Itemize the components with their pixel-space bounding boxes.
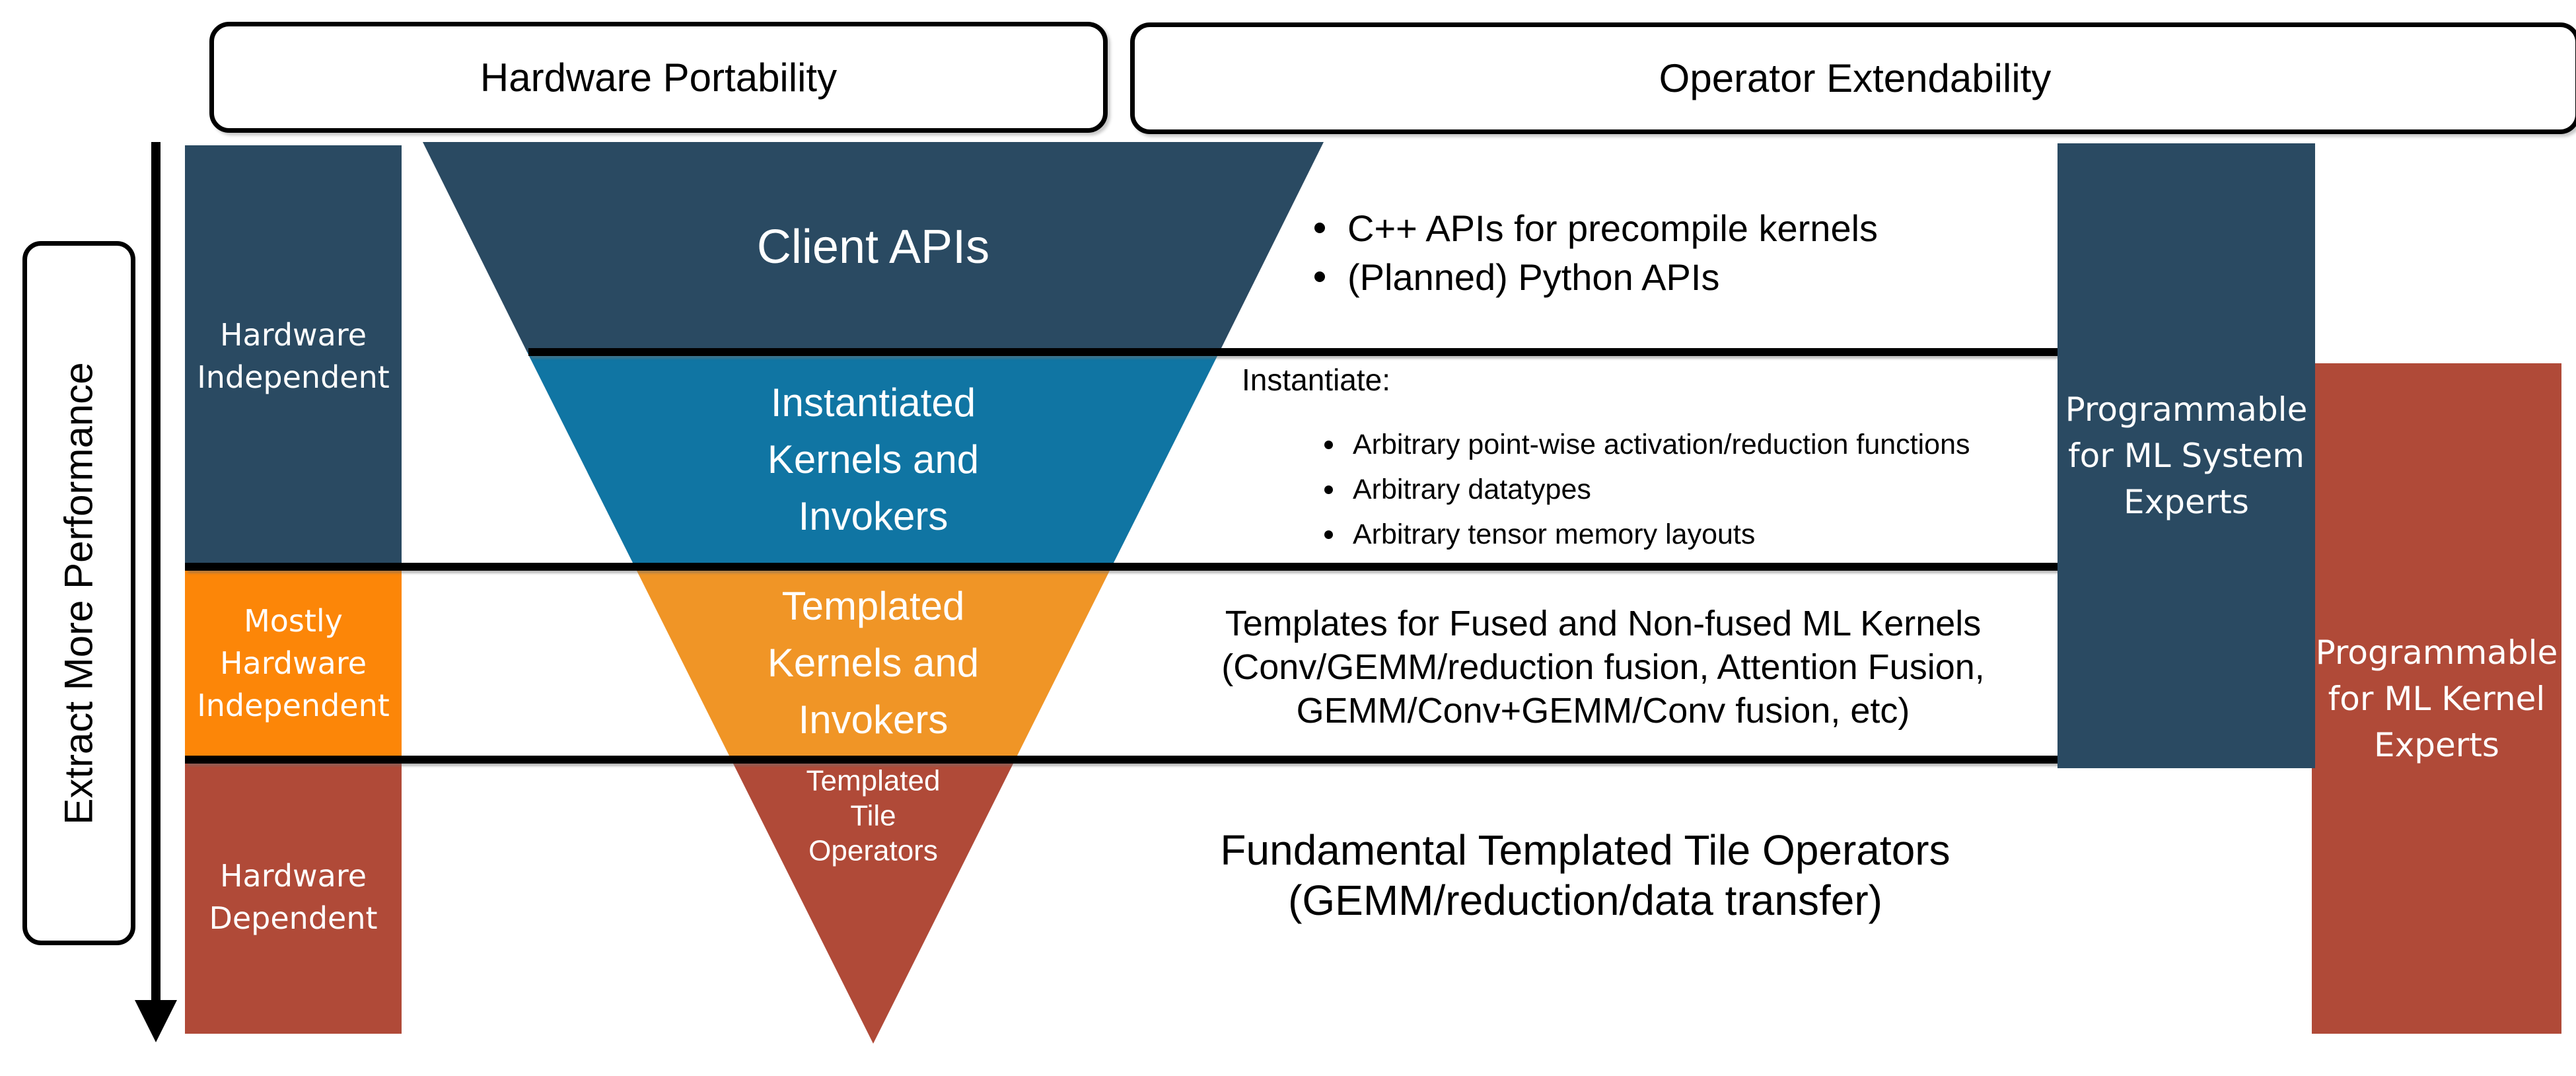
hardware-independent-label: Hardware Independent bbox=[197, 317, 390, 395]
list-item: Arbitrary point-wise activation/reductio… bbox=[1324, 424, 1970, 465]
right-box-ml-system-experts: Programmable for ML System Experts bbox=[2057, 143, 2315, 768]
performance-axis-box: Extract More Performance bbox=[22, 241, 135, 945]
templated-kernels-label: Templated Kernels and Invokers bbox=[767, 584, 980, 742]
left-box-hardware-independent: Hardware Independent bbox=[185, 145, 402, 567]
bullet-text: Arbitrary point-wise activation/reductio… bbox=[1353, 428, 1970, 460]
hardware-dependent-label: Hardware Dependent bbox=[209, 857, 378, 936]
bullet-text: (Planned) Python APIs bbox=[1347, 256, 1720, 298]
separator-line-3 bbox=[185, 756, 2061, 764]
ml-system-experts-label: Programmable for ML System Experts bbox=[2065, 390, 2308, 521]
bullet-icon bbox=[1324, 530, 1333, 539]
bullet-text: C++ APIs for precompile kernels bbox=[1347, 207, 1878, 249]
funnel-layer-templated-kernels bbox=[635, 567, 1112, 760]
separator-line-1 bbox=[528, 348, 2061, 356]
left-box-mostly-hardware-independent: Mostly Hardware Independent bbox=[185, 567, 402, 760]
list-item: Arbitrary datatypes bbox=[1324, 469, 1970, 510]
templates-note: Templates for Fused and Non-fused ML Ker… bbox=[1221, 604, 1985, 731]
bullet-icon bbox=[1324, 440, 1333, 449]
separator-line-2 bbox=[185, 563, 2061, 571]
client-apis-label: Client APIs bbox=[756, 221, 990, 273]
performance-arrow-shaft bbox=[151, 142, 161, 1004]
hardware-portability-label: Hardware Portability bbox=[480, 55, 838, 100]
instantiate-bullet-list: Arbitrary point-wise activation/reductio… bbox=[1324, 424, 1970, 555]
performance-arrow-head-icon bbox=[135, 1000, 177, 1042]
funnel-layer-instantiated-kernels bbox=[527, 352, 1219, 567]
bullet-icon bbox=[1314, 271, 1325, 282]
list-item: C++ APIs for precompile kernels bbox=[1314, 206, 1878, 250]
left-box-hardware-dependent: Hardware Dependent bbox=[185, 760, 402, 1034]
tile-operators-note: Fundamental Templated Tile Operators (GE… bbox=[1220, 826, 1950, 924]
ml-kernel-experts-label: Programmable for ML Kernel Experts bbox=[2315, 633, 2558, 764]
funnel-layer-templated-tile-operators bbox=[731, 760, 1015, 1044]
bullet-icon bbox=[1314, 223, 1325, 233]
performance-axis-label: Extract More Performance bbox=[57, 361, 102, 825]
instantiated-kernels-label: Instantiated Kernels and Invokers bbox=[767, 380, 980, 538]
list-item: (Planned) Python APIs bbox=[1314, 255, 1878, 299]
instantiate-heading: Instantiate: bbox=[1242, 363, 1391, 397]
bullet-icon bbox=[1324, 485, 1333, 494]
list-item: Arbitrary tensor memory layouts bbox=[1324, 514, 1970, 555]
templated-tile-operators-label: Templated Tile Operators bbox=[806, 764, 941, 867]
hardware-portability-banner: Hardware Portability bbox=[209, 22, 1108, 133]
funnel-layer-client-apis bbox=[423, 142, 1324, 352]
client-apis-bullet-list: C++ APIs for precompile kernels (Planned… bbox=[1314, 206, 1878, 299]
bullet-text: Arbitrary tensor memory layouts bbox=[1353, 518, 1756, 550]
mostly-hardware-independent-label: Mostly Hardware Independent bbox=[197, 603, 390, 723]
operator-extendability-banner: Operator Extendability bbox=[1130, 22, 2576, 134]
right-box-ml-kernel-experts: Programmable for ML Kernel Experts bbox=[2312, 363, 2561, 1034]
operator-extendability-label: Operator Extendability bbox=[1659, 56, 2052, 100]
bullet-text: Arbitrary datatypes bbox=[1353, 473, 1591, 505]
